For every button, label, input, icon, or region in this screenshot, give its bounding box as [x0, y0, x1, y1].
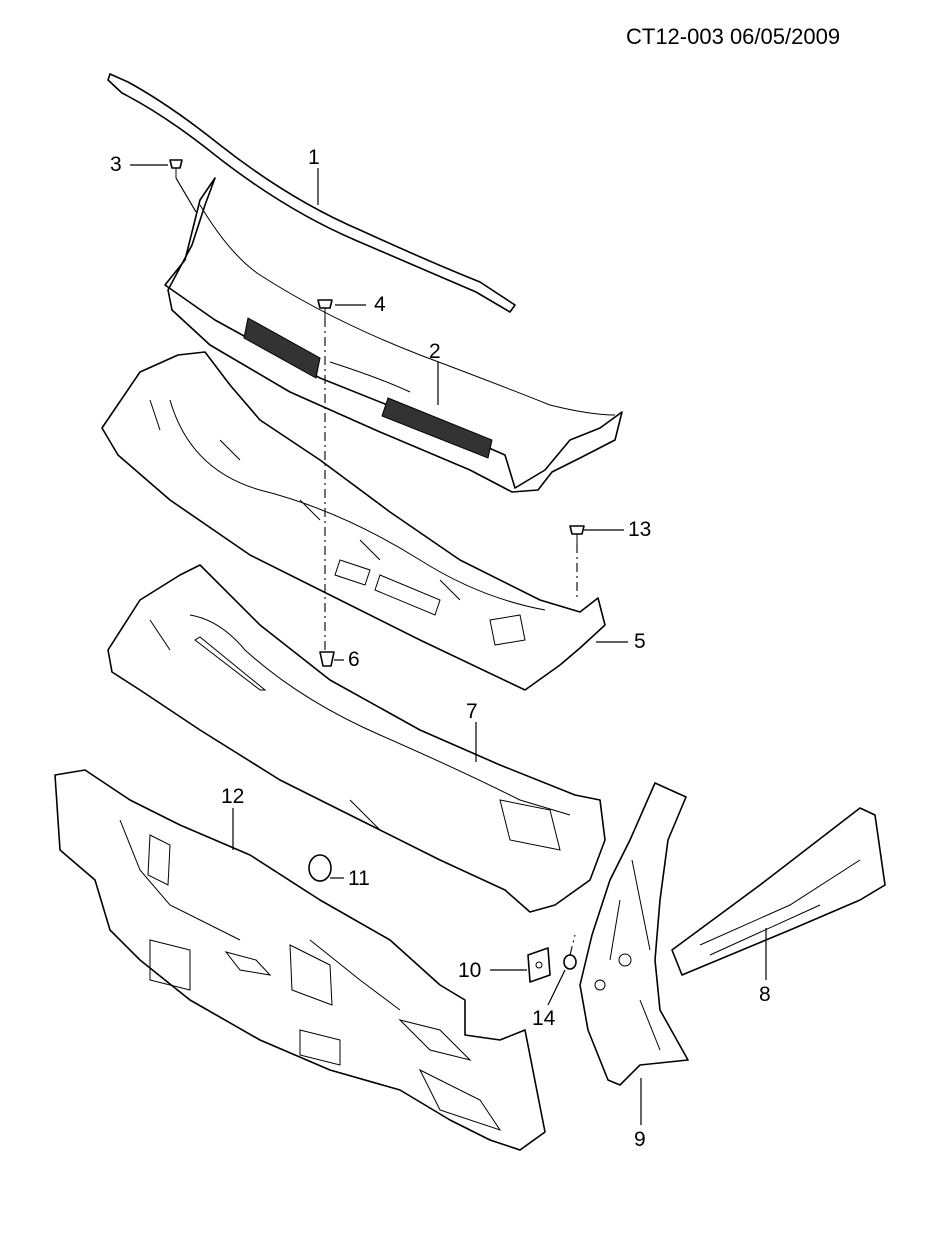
- callout-11: 11: [348, 867, 370, 890]
- part-13-bolt: [569, 525, 585, 544]
- part-11-grommet: [308, 854, 332, 882]
- callout-9: 9: [634, 1128, 646, 1151]
- part-1-cowl-seal: [107, 73, 516, 313]
- callout-2: 2: [429, 340, 441, 363]
- part-5-cowl-upper-panel: [101, 351, 606, 691]
- part-4-clip: [317, 299, 333, 318]
- part-7-plenum-panel: [107, 564, 606, 913]
- callout-7: 7: [466, 700, 478, 723]
- callout-10: 10: [458, 959, 481, 982]
- part-10-bracket: [527, 947, 551, 983]
- leader-lines: [130, 164, 767, 1125]
- callout-4: 4: [374, 293, 386, 316]
- callout-13: 13: [628, 518, 651, 541]
- callout-3: 3: [110, 153, 122, 176]
- part-2-cowl-grille: [164, 177, 623, 493]
- part-3-clip: [169, 159, 183, 178]
- callout-6: 6: [348, 648, 360, 671]
- part-12-dash-panel: [54, 769, 546, 1151]
- callout-8: 8: [759, 983, 771, 1006]
- assembly-line-14: [569, 934, 576, 956]
- part-9-pillar-panel: [579, 782, 689, 1086]
- callout-14: 14: [532, 1007, 556, 1030]
- part-8-side-reinforcement: [671, 807, 886, 976]
- callout-5: 5: [634, 630, 646, 653]
- document-code: CT12-003 06/05/2009: [626, 24, 841, 49]
- part-6-clip: [319, 651, 335, 667]
- part-14-washer: [563, 954, 577, 970]
- callout-12: 12: [221, 785, 244, 808]
- callout-1: 1: [308, 146, 320, 169]
